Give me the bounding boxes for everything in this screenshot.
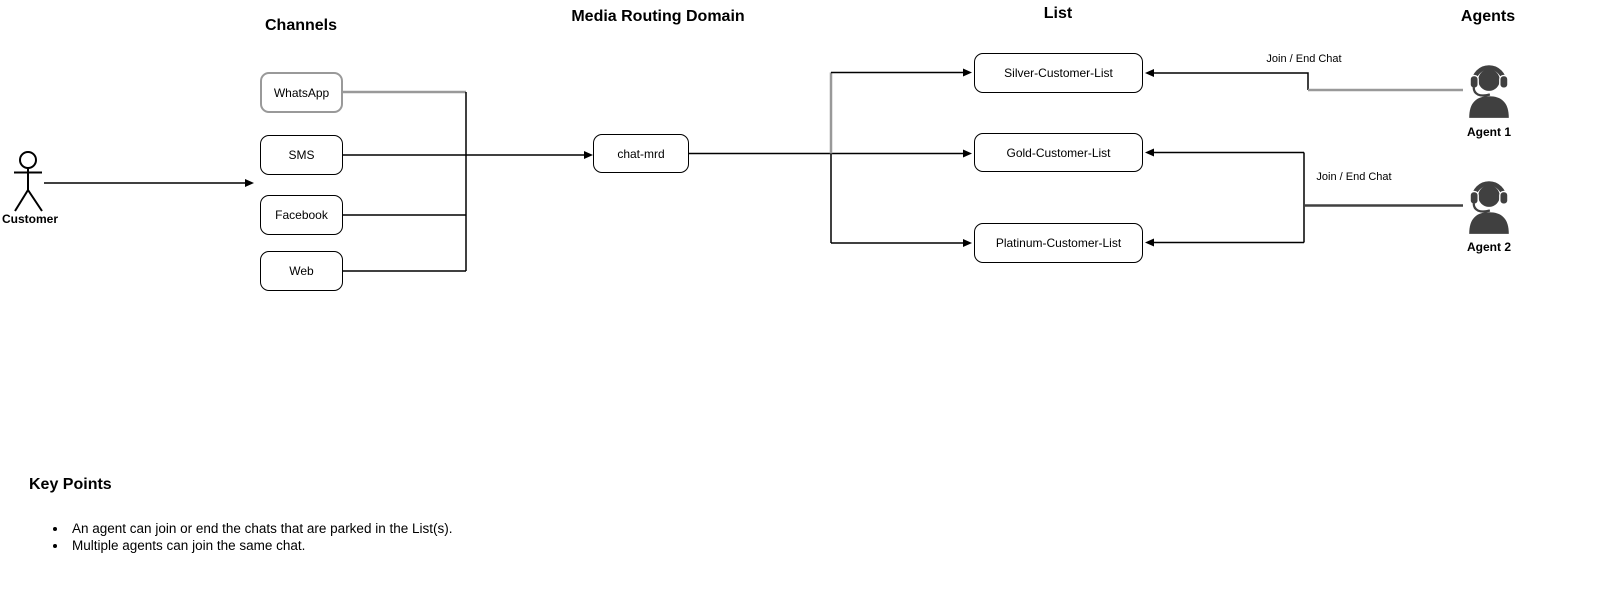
customer-label: Customer bbox=[1, 212, 59, 226]
agent-headset-glyph bbox=[1469, 65, 1509, 118]
section-title-agents: Agents bbox=[1460, 8, 1516, 25]
node-gold-label: Gold-Customer-List bbox=[1006, 145, 1111, 160]
agent2-label: Agent 2 bbox=[1466, 240, 1512, 254]
node-platinum-customer-list[interactable]: Platinum-Customer-List bbox=[974, 223, 1143, 263]
key-point-item: An agent can join or end the chats that … bbox=[68, 521, 452, 538]
node-facebook-label: Facebook bbox=[275, 208, 328, 222]
edge-label-join-end-chat-1: Join / End Chat bbox=[1266, 53, 1342, 65]
section-title-list: List bbox=[1043, 5, 1073, 22]
key-point-item: Multiple agents can join the same chat. bbox=[68, 538, 452, 555]
node-whatsapp[interactable]: WhatsApp bbox=[260, 72, 343, 113]
node-gold-customer-list[interactable]: Gold-Customer-List bbox=[974, 133, 1143, 172]
node-silver-label: Silver-Customer-List bbox=[1004, 66, 1113, 80]
key-points-title: Key Points bbox=[29, 476, 112, 493]
node-sms[interactable]: SMS bbox=[260, 135, 343, 175]
node-web-label: Web bbox=[289, 264, 314, 278]
edge-agent1-to-silver bbox=[1145, 69, 1309, 90]
node-chat-mrd[interactable]: chat-mrd bbox=[593, 134, 689, 173]
agent-headset-glyph bbox=[1469, 181, 1509, 234]
agent1-label: Agent 1 bbox=[1466, 125, 1512, 139]
edge-label-join-end-chat-2: Join / End Chat bbox=[1316, 171, 1392, 183]
node-platinum-label: Platinum-Customer-List bbox=[995, 236, 1122, 250]
section-title-channels: Channels bbox=[264, 17, 338, 34]
node-web[interactable]: Web bbox=[260, 251, 343, 291]
agent2-headset-icon[interactable] bbox=[1462, 177, 1516, 235]
node-silver-customer-list[interactable]: Silver-Customer-List bbox=[974, 53, 1143, 93]
node-sms-label: SMS bbox=[288, 148, 315, 162]
section-title-media-routing-domain: Media Routing Domain bbox=[571, 8, 745, 25]
key-points-list: An agent can join or end the chats that … bbox=[46, 521, 452, 554]
node-facebook[interactable]: Facebook bbox=[260, 195, 343, 235]
node-chat-mrd-label: chat-mrd bbox=[617, 146, 665, 161]
agent1-headset-icon[interactable] bbox=[1462, 61, 1516, 119]
node-whatsapp-label: WhatsApp bbox=[273, 85, 330, 100]
customer-actor-icon[interactable] bbox=[14, 151, 43, 212]
